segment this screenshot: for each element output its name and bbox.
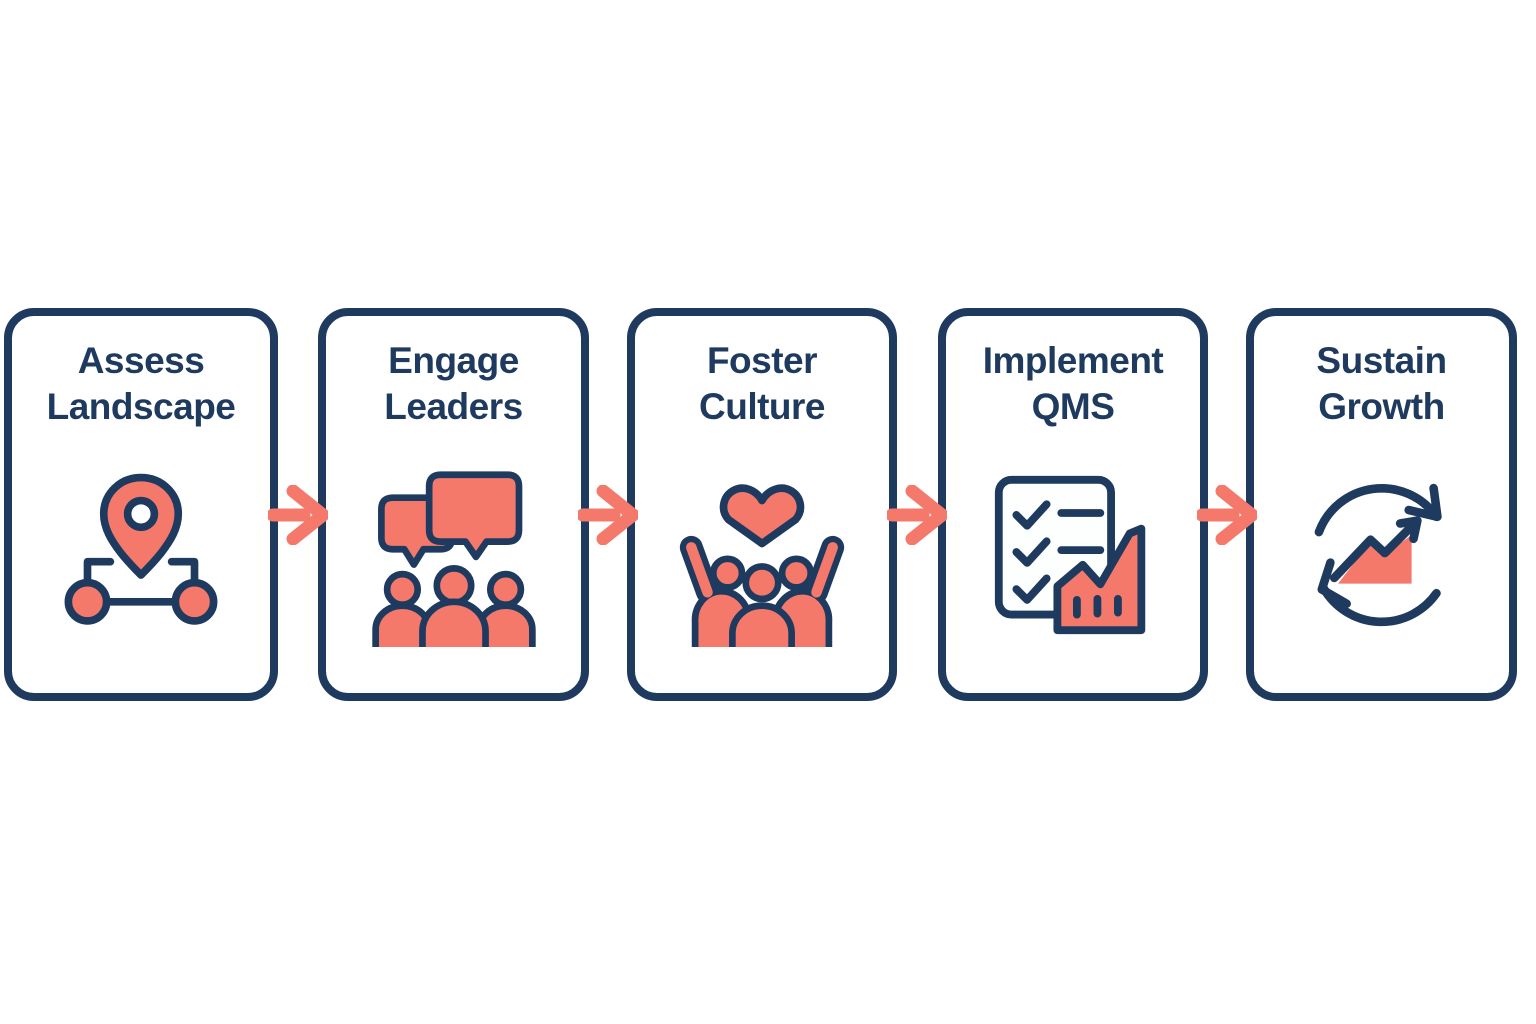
map-pin-network-icon	[64, 473, 218, 625]
cycle-growth-chart-icon	[1314, 483, 1442, 626]
step-icon-area	[1254, 430, 1509, 679]
step-icon-area	[326, 430, 581, 679]
step-title-line2: Landscape	[46, 386, 236, 427]
step-title-line1: Sustain	[1316, 340, 1447, 381]
step-title: Engage Leaders	[384, 338, 523, 430]
step-card-implement-qms: Implement QMS	[938, 308, 1208, 701]
speech-bubbles-group-icon	[371, 470, 536, 647]
step-title: Foster Culture	[699, 338, 826, 430]
step-title: Implement QMS	[983, 338, 1164, 430]
flow-arrow-icon	[887, 485, 947, 545]
step-title-line1: Implement	[982, 340, 1164, 381]
step-title: Assess Landscape	[47, 338, 236, 430]
heart-over-people-icon	[679, 483, 845, 647]
step-title-line1: Assess	[77, 340, 205, 381]
step-title-line1: Engage	[388, 340, 519, 381]
step-icon-area	[635, 430, 889, 679]
flow-arrow-icon	[268, 485, 328, 545]
step-card-assess-landscape: Assess Landscape	[4, 308, 278, 701]
step-title-line2: QMS	[1031, 386, 1115, 427]
checklist-factory-icon	[994, 475, 1146, 634]
flow-arrow-icon	[1197, 485, 1257, 545]
step-icon-area	[12, 430, 270, 679]
step-title-line2: Culture	[699, 386, 826, 427]
step-icon-area	[946, 430, 1200, 679]
step-card-engage-leaders: Engage Leaders	[318, 308, 589, 701]
step-title-line1: Foster	[706, 340, 818, 381]
step-title-line2: Growth	[1318, 386, 1445, 427]
flow-arrow-icon	[578, 485, 638, 545]
step-title-line2: Leaders	[384, 386, 523, 427]
step-card-foster-culture: Foster Culture	[627, 308, 897, 701]
step-title: Sustain Growth	[1316, 338, 1447, 430]
step-card-sustain-growth: Sustain Growth	[1246, 308, 1517, 701]
